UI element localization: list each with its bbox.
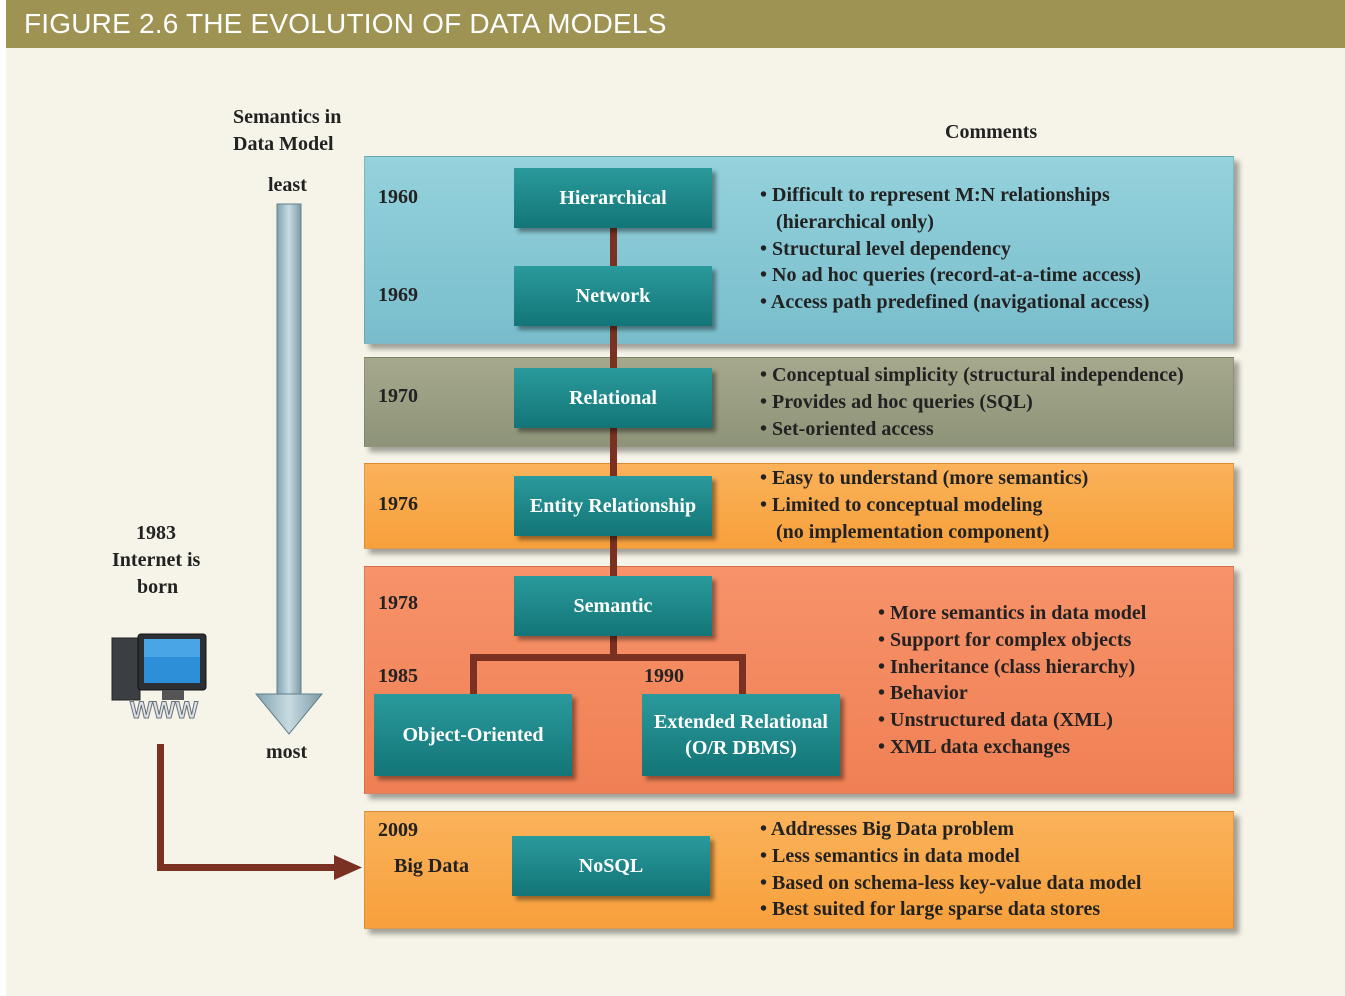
internet-line2: born	[137, 576, 179, 598]
model-box-relational: Relational	[514, 368, 712, 428]
comment-item: • Difficult to represent M:N relationshi…	[760, 184, 1110, 206]
year-label: 1970	[378, 385, 418, 407]
year-label: 1976	[378, 493, 418, 515]
model-label: Extended Relational	[654, 711, 828, 733]
comment-item: • Inheritance (class hierarchy)	[878, 655, 1136, 678]
semantics-down-arrow-icon	[254, 203, 324, 735]
comments-2009: • Addresses Big Data problem • Less sema…	[760, 816, 1141, 923]
comment-item: • XML data exchanges	[878, 735, 1071, 758]
model-box-hierarchical: Hierarchical	[514, 168, 712, 228]
year-label: 1960	[378, 186, 418, 208]
comment-item: (no implementation component)	[776, 520, 1050, 543]
comments-1978: • More semantics in data model • Support…	[878, 600, 1146, 761]
comment-item: • Limited to conceptual modeling	[760, 493, 1043, 516]
year-label: 1978	[378, 592, 418, 614]
comment-item: • Easy to understand (more semantics)	[760, 467, 1089, 489]
comments-1976: • Easy to understand (more semantics) • …	[760, 465, 1088, 545]
comments-heading: Comments	[945, 121, 1038, 143]
connector-semantic-split	[610, 636, 617, 658]
comment-item: • Based on schema-less key-value data mo…	[760, 871, 1142, 894]
comments-1970: • Conceptual simplicity (structural inde…	[760, 362, 1184, 442]
comment-item: • Access path predefined (navigational a…	[760, 291, 1150, 314]
semantics-least-label: least	[268, 174, 307, 196]
comment-item: • Set-oriented access	[760, 417, 934, 440]
big-data-label: Big Data	[394, 855, 469, 877]
semantics-heading-line2: Data Model	[233, 133, 334, 155]
semantics-heading-line1: Semantics in	[233, 106, 342, 128]
comment-item: • Support for complex objects	[878, 628, 1132, 651]
comment-item: • No ad hoc queries (record-at-a-time ac…	[760, 264, 1141, 287]
era-panel-1970	[364, 357, 1234, 447]
internet-connector-arrow	[157, 744, 362, 880]
comment-item: • Less semantics in data model	[760, 844, 1020, 867]
comment-item: • Best suited for large sparse data stor…	[760, 898, 1101, 921]
internet-year: 1983	[136, 522, 176, 544]
model-box-nosql: NoSQL	[512, 836, 710, 896]
comments-1960: • Difficult to represent M:N relationshi…	[760, 182, 1149, 316]
connector-relational-er	[610, 428, 617, 476]
comment-item: • Structural level dependency	[760, 237, 1011, 260]
connector-network-relational	[610, 326, 617, 368]
model-box-object-oriented: Object-Oriented	[374, 694, 572, 776]
figure-title: FIGURE 2.6 THE EVOLUTION OF DATA MODELS	[24, 8, 667, 39]
figure-title-bar: FIGURE 2.6 THE EVOLUTION OF DATA MODELS	[6, 0, 1345, 48]
computer-www-icon: WWW	[111, 633, 207, 725]
era-panel-2009	[364, 811, 1234, 929]
comment-item: • More semantics in data model	[878, 602, 1147, 624]
comment-item: • Conceptual simplicity (structural inde…	[760, 364, 1184, 386]
model-box-extended-relational: Extended Relational (O/R DBMS)	[642, 694, 840, 776]
comment-item: (hierarchical only)	[776, 210, 934, 233]
connector-split-horizontal	[470, 654, 746, 661]
year-label: 1969	[378, 284, 418, 306]
semantics-most-label: most	[266, 741, 308, 763]
comment-item: • Addresses Big Data problem	[760, 818, 1015, 840]
model-box-entity-relationship: Entity Relationship	[514, 476, 712, 536]
year-label: 1985	[378, 665, 418, 687]
connector-to-extended-relational	[739, 654, 746, 694]
year-label: 2009	[378, 819, 418, 841]
comment-item: • Unstructured data (XML)	[878, 709, 1113, 732]
connector-hierarchical-network	[610, 228, 617, 266]
www-icon-text: WWW	[130, 697, 198, 724]
year-label: 1990	[644, 665, 684, 687]
model-label: (O/R DBMS)	[685, 737, 797, 759]
model-box-semantic: Semantic	[514, 576, 712, 636]
era-panel-1960	[364, 156, 1234, 344]
comment-item: • Provides ad hoc queries (SQL)	[760, 390, 1033, 413]
model-box-network: Network	[514, 266, 712, 326]
era-panel-1976	[364, 463, 1234, 549]
comment-item: • Behavior	[878, 682, 968, 705]
connector-er-semantic	[610, 536, 617, 578]
internet-line1: Internet is	[112, 549, 201, 571]
connector-to-object-oriented	[470, 654, 477, 694]
